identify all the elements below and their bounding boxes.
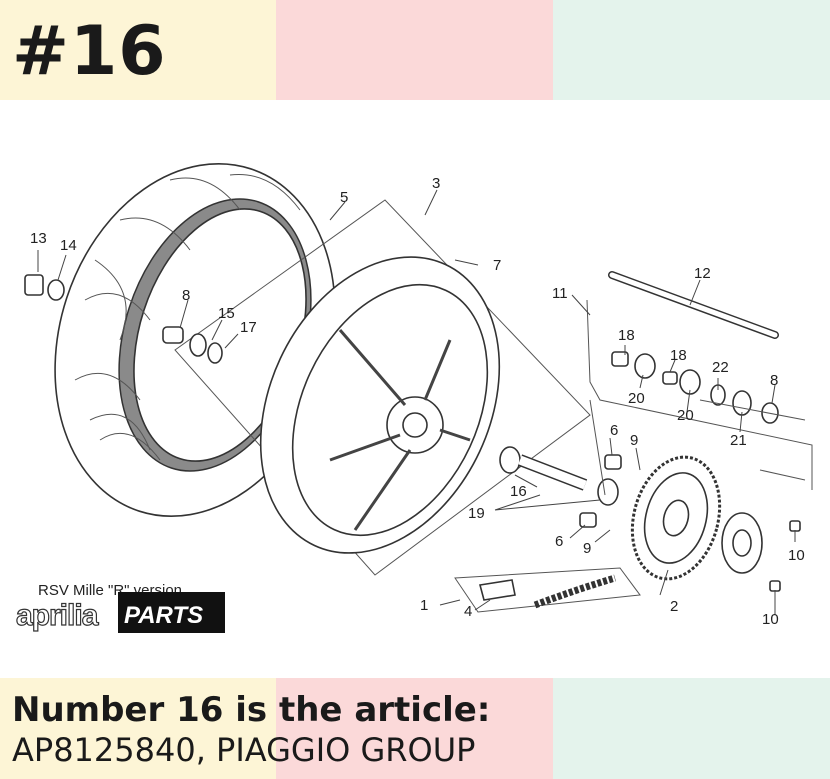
callout-13: 13: [30, 230, 47, 247]
callout-15: 15: [218, 305, 235, 322]
header-band-pink: [276, 0, 553, 100]
callout-9-top: 9: [630, 432, 638, 449]
callout-5: 5: [340, 189, 348, 206]
chain-box: [454, 567, 641, 613]
callout-4: 4: [464, 603, 472, 620]
footer-band-pink: [276, 678, 553, 779]
callout-21: 21: [730, 432, 747, 449]
logo-brand: aprilia: [16, 599, 99, 632]
aprilia-parts-logo: aprilia PARTS: [15, 592, 225, 633]
callout-12: 12: [694, 265, 711, 282]
article-caption: Number 16 is the article:: [12, 690, 491, 730]
logo-parts: PARTS: [124, 602, 203, 629]
callout-7: 7: [493, 257, 501, 274]
chain-link: [478, 579, 516, 601]
exploded-diagram: ricambi: [15, 163, 813, 633]
callout-20-a: 20: [628, 390, 645, 407]
callout-17: 17: [240, 319, 257, 336]
leader-lines: [37, 189, 796, 615]
page-title: #16: [12, 12, 167, 91]
callout-14: 14: [60, 237, 77, 254]
callout-18-a: 18: [618, 327, 635, 344]
callout-22: 22: [712, 359, 729, 376]
callout-6-top: 6: [610, 422, 618, 439]
callout-labels: 13 14 5 3 7 8 15 17 11 12 18 18 20 20 22…: [30, 175, 805, 628]
header-band-yellow: [0, 0, 276, 100]
wheel-rim: [259, 256, 501, 554]
callout-19: 19: [468, 505, 485, 522]
callout-2: 2: [670, 598, 678, 615]
callout-9-bottom: 9: [583, 540, 591, 557]
article-number: AP8125840, PIAGGIO GROUP: [12, 731, 476, 769]
callout-20-b: 20: [677, 407, 694, 424]
assembly-brackets: [586, 299, 813, 496]
callout-10-bottom: 10: [762, 611, 779, 628]
chain: [533, 574, 617, 609]
header-band-green: [553, 0, 830, 100]
footer-band-green: [553, 678, 830, 779]
sprocket-carrier: [721, 512, 801, 592]
footer-band: [0, 678, 830, 779]
callout-1: 1: [420, 597, 428, 614]
callout-18-b: 18: [670, 347, 687, 364]
footer-band-yellow: [0, 678, 276, 779]
callout-8-right: 8: [770, 372, 778, 389]
callout-3: 3: [432, 175, 440, 192]
callout-6-bottom: 6: [555, 533, 563, 550]
header-band: [0, 0, 830, 100]
callout-10-top: 10: [788, 547, 805, 564]
callout-11: 11: [552, 285, 568, 302]
callout-8-left: 8: [182, 287, 190, 304]
sprocket: [630, 455, 722, 581]
callout-16: 16: [510, 483, 527, 500]
